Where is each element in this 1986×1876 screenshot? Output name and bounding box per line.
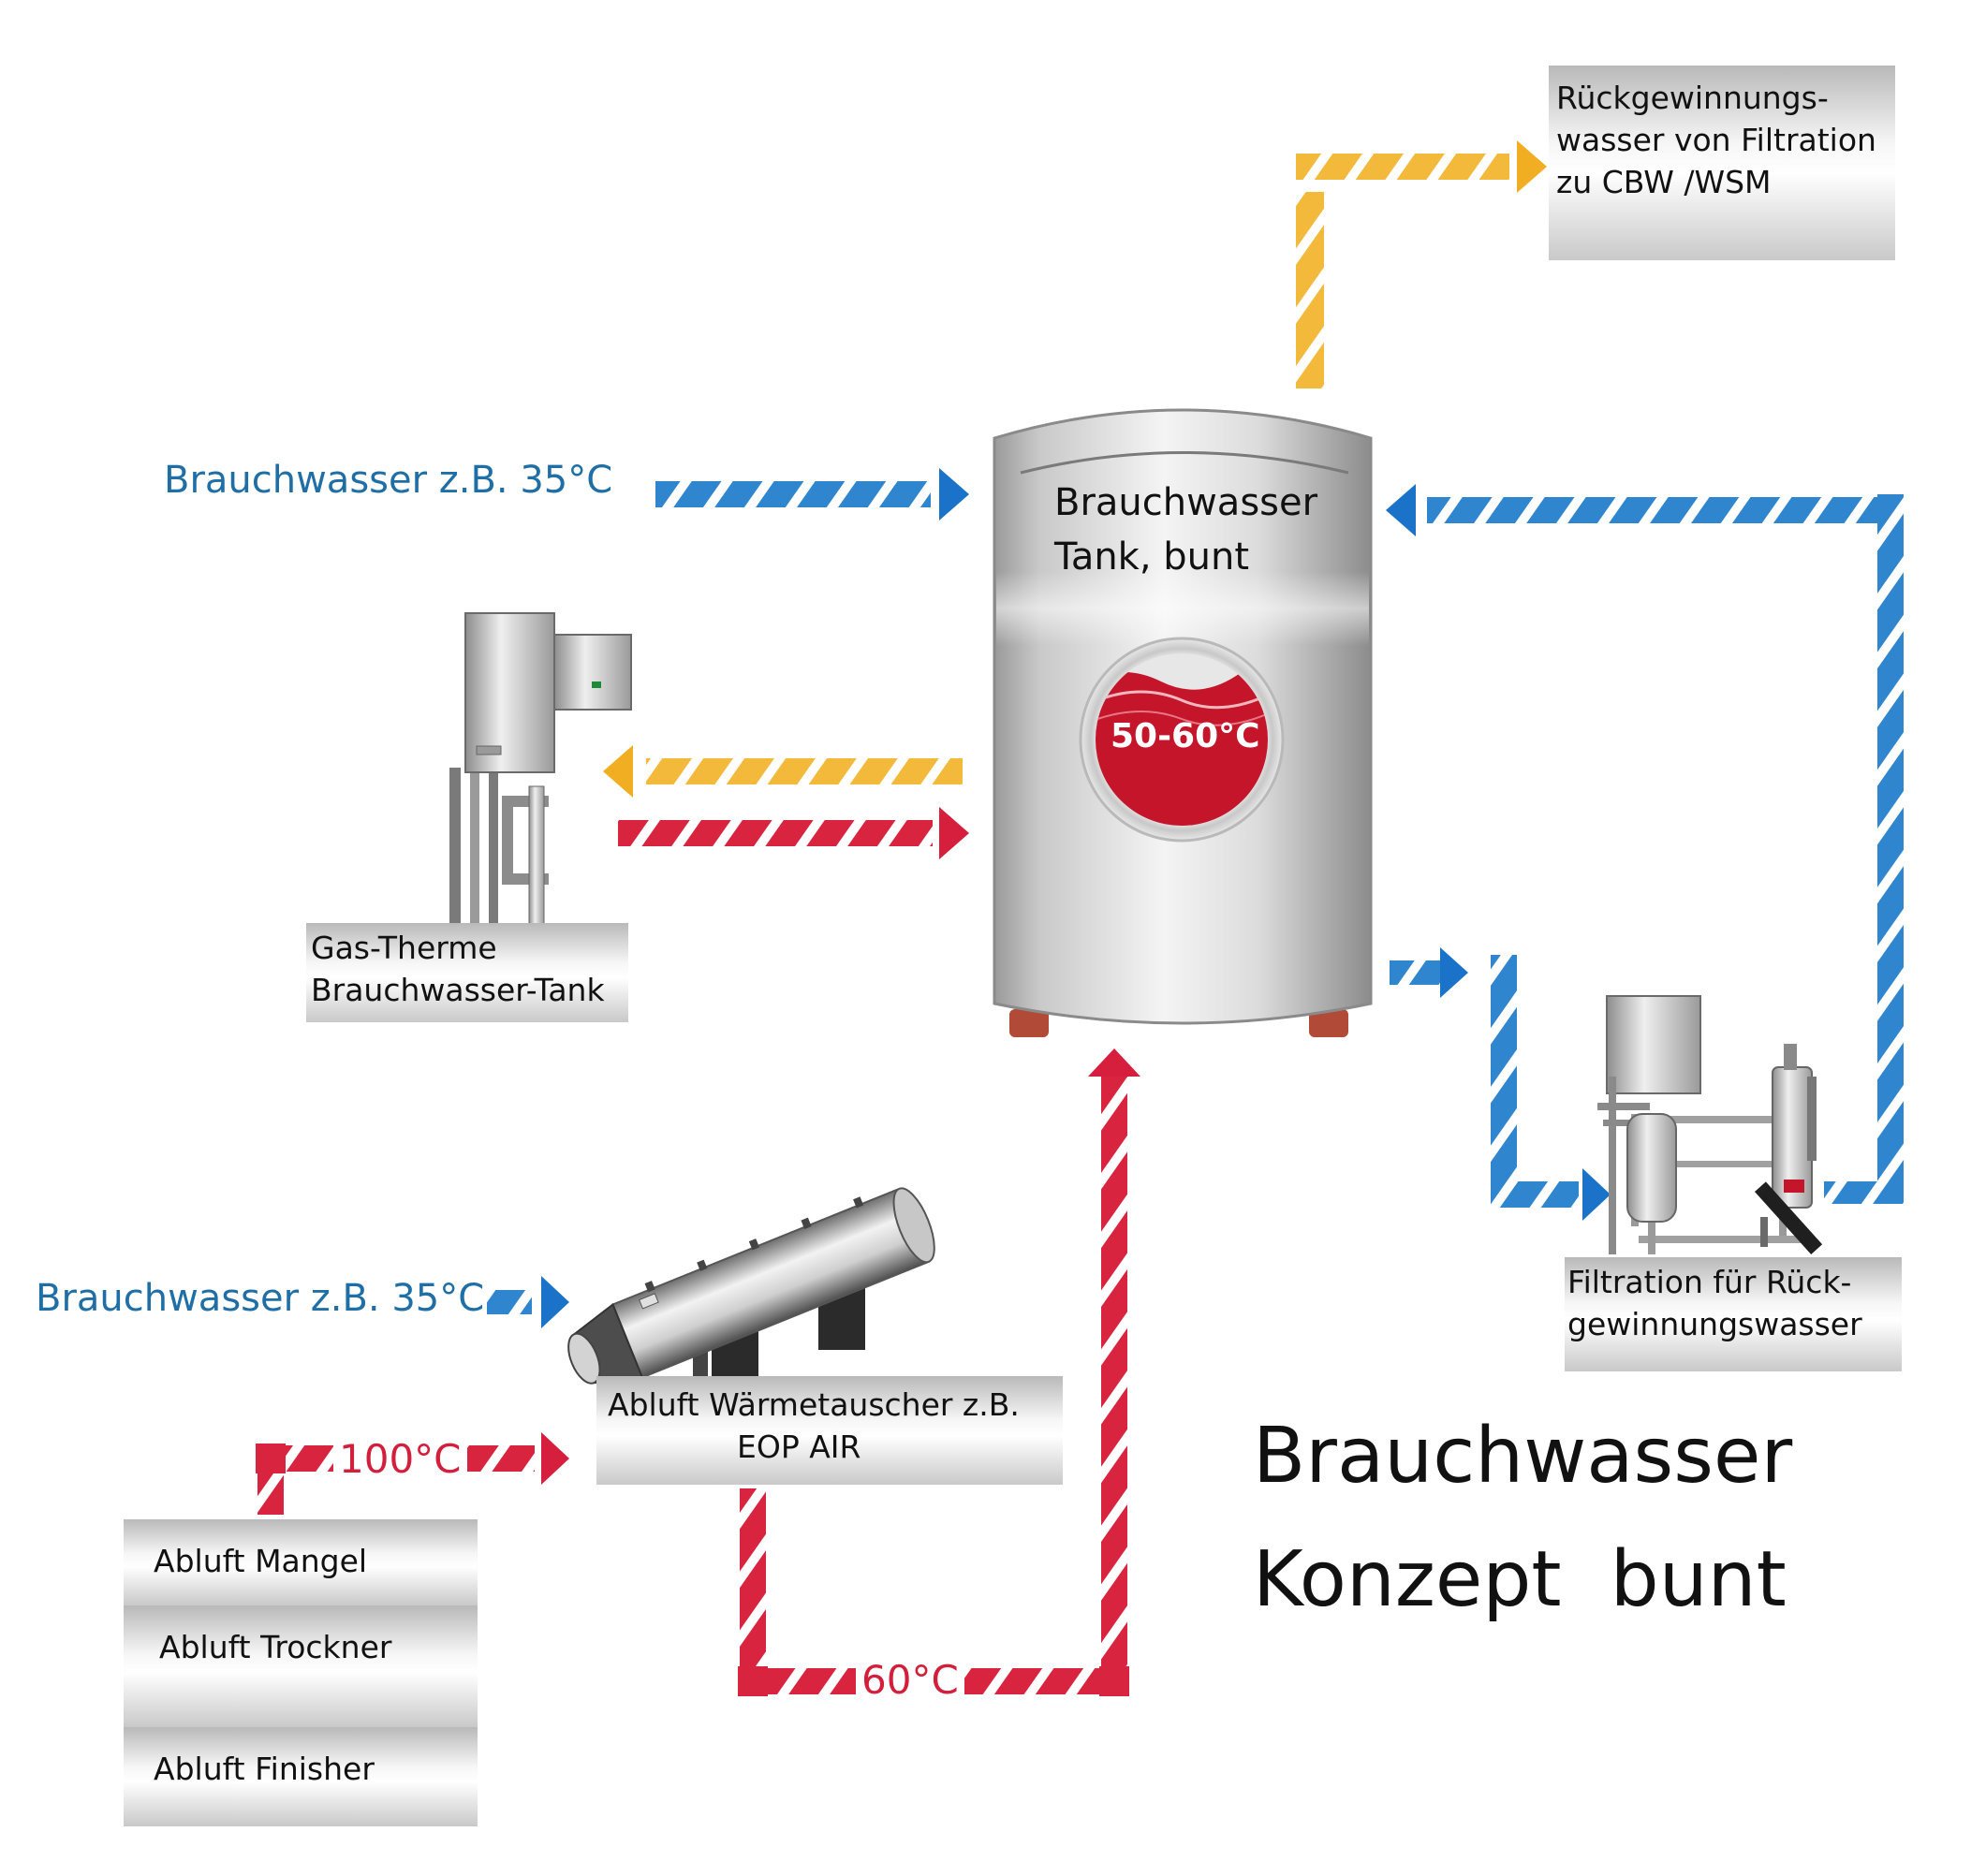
heat-exchanger-line2: EOP AIR <box>737 1429 861 1465</box>
filtration-unit-illustration <box>1597 995 1823 1254</box>
gas-box-line2: Brauchwasser-Tank <box>311 972 605 1008</box>
exhaust-source-mangel: Abluft Mangel <box>124 1519 478 1605</box>
heat-exchanger-drop <box>740 1488 766 1694</box>
exhaust-temp-label: 100°C <box>333 1436 467 1482</box>
tank-outlet-pipe <box>1390 960 1440 985</box>
cold-water-pipe-top <box>655 481 931 507</box>
gas-heater-box: Gas-Therme Brauchwasser-Tank <box>306 923 628 1022</box>
recovery-box-line3: zu CBW /WSM <box>1556 164 1772 200</box>
tank-label-line2: Tank, bunt <box>1054 535 1250 579</box>
tank-temperature-text: 50-60°C <box>1111 717 1260 755</box>
heat-exchanger-line1: Abluft Wärmetauscher z.B. <box>608 1386 1020 1423</box>
return-pipe-vertical <box>1877 494 1904 1198</box>
cold-water-arrow-top <box>939 468 969 520</box>
recovery-box-line2: wasser von Filtration <box>1556 122 1876 158</box>
return-pipe-stub <box>1824 1181 1904 1204</box>
pipe-corner-left <box>738 1666 768 1696</box>
exhaust-source-label: Abluft Finisher <box>154 1751 375 1787</box>
cold-water-label-top: Brauchwasser z.B. 35°C <box>164 459 613 502</box>
return-arrow <box>1386 484 1416 536</box>
cold-water-arrow-bottom <box>541 1276 569 1328</box>
filtration-box-line2: gewinnungswasser <box>1567 1306 1862 1342</box>
recovery-water-box: Rückgewinnungs- wasser von Filtration zu… <box>1549 66 1895 260</box>
hot-water-riser-arrow <box>1088 1048 1140 1077</box>
gas-to-tank-arrow <box>939 807 969 859</box>
exhaust-source-label: Abluft Mangel <box>154 1543 368 1579</box>
exhaust-source-trockner: Abluft Trockner <box>124 1605 478 1727</box>
tank-label-line1: Brauchwasser <box>1054 481 1318 524</box>
gas-box-line1: Gas-Therme <box>311 930 497 966</box>
filtration-feed-arrow <box>1582 1168 1611 1221</box>
diagram-title-line2: Konzept bunt <box>1253 1535 1787 1624</box>
pipe-corner-right <box>1099 1666 1129 1696</box>
exhaust-source-label: Abluft Trockner <box>159 1629 392 1665</box>
heat-exchanger-box: Abluft Wärmetauscher z.B. EOP AIR <box>596 1376 1063 1485</box>
exhaust-pipe-corner <box>256 1444 286 1473</box>
recovery-arrow <box>1517 140 1547 193</box>
hot-water-riser <box>1101 1077 1127 1685</box>
diagram-title-line1: Brauchwasser <box>1253 1412 1793 1501</box>
gas-heater-illustration <box>449 612 632 928</box>
return-pipe-horizontal <box>1427 497 1904 523</box>
tank-label: Brauchwasser Tank, bunt <box>1054 476 1317 584</box>
tank-temperature-badge <box>1079 637 1285 843</box>
gas-to-tank-pipe <box>618 820 933 846</box>
exhaust-arrow <box>541 1432 569 1485</box>
filtration-box-line1: Filtration für Rück- <box>1567 1264 1852 1300</box>
cold-water-label-bottom: Brauchwasser z.B. 35°C <box>36 1277 485 1320</box>
hot-water-temp-label: 60°C <box>856 1657 964 1703</box>
tank-to-gas-arrow <box>603 745 633 798</box>
recovery-pipe-vertical <box>1296 192 1324 388</box>
filtration-feed-horizontal <box>1491 1181 1579 1208</box>
recovery-box-line1: Rückgewinnungs- <box>1556 80 1829 116</box>
filtration-feed-vertical <box>1491 955 1517 1208</box>
filtration-box: Filtration für Rück- gewinnungswasser <box>1565 1257 1902 1371</box>
exhaust-source-finisher: Abluft Finisher <box>124 1727 478 1826</box>
tank-outlet-arrow <box>1440 947 1468 998</box>
recovery-pipe-horizontal <box>1296 154 1509 180</box>
cold-water-pipe-bottom <box>487 1290 532 1314</box>
heat-exchanger-illustration <box>567 1187 935 1385</box>
tank-to-gas-pipe <box>646 758 963 784</box>
